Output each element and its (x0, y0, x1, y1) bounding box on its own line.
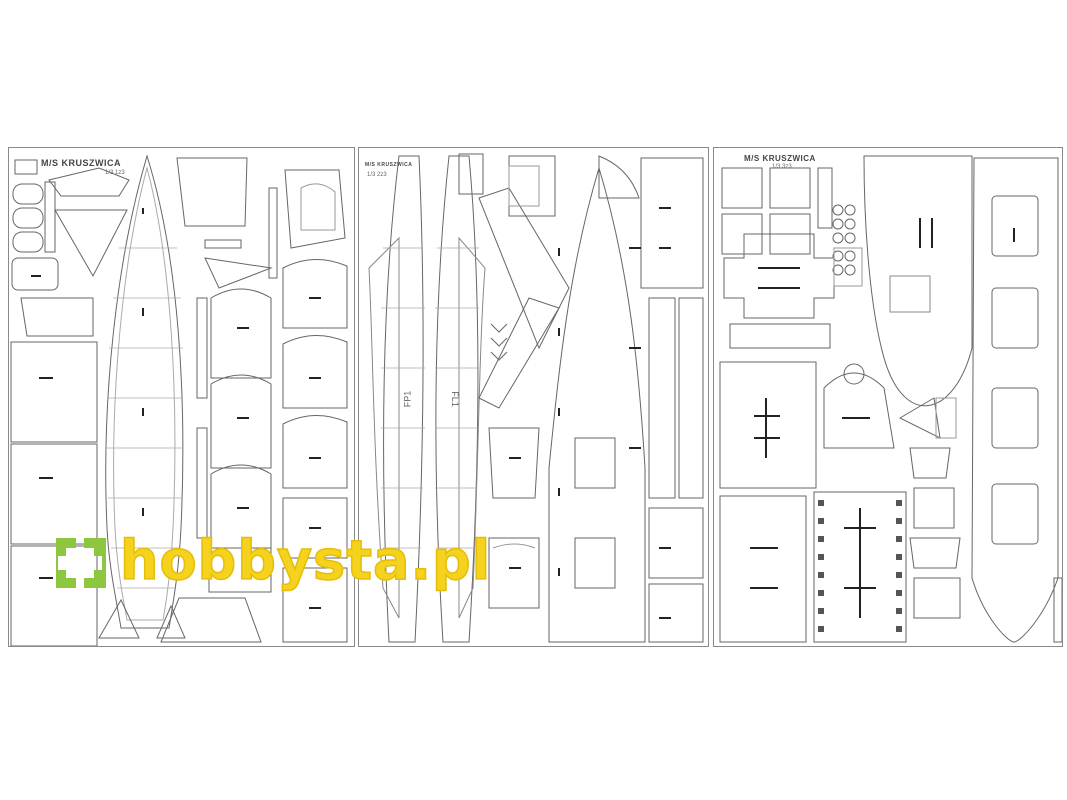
circle-part (843, 363, 865, 385)
diagonal-part (478, 297, 560, 409)
sheet-2-title: M/S KRUSZWICA (365, 162, 413, 168)
hull-side-part (383, 155, 424, 643)
arch-part (210, 288, 272, 379)
watermark-text: hobbysta.pl (119, 528, 492, 593)
cone-part (160, 597, 262, 643)
arch-part (282, 414, 348, 489)
ship-logo-icon (14, 159, 38, 175)
triangle-part (54, 209, 128, 278)
frame-part (721, 167, 763, 209)
small-part (909, 447, 951, 479)
deck-part (176, 157, 248, 227)
laser-sheet-2: M/S KRUSZWICA 1/3 2z3 FP1 FL1 (358, 147, 709, 647)
laser-sheet-3: M/S KRUSZWICA 1/3 3z3 (713, 147, 1063, 647)
frame-part (648, 507, 704, 579)
ring-grid-parts (832, 204, 856, 276)
arch-part (282, 334, 348, 409)
panel-part (10, 341, 98, 443)
main-hull-part (971, 157, 1059, 643)
panel-part (208, 547, 272, 593)
bow-part (98, 598, 140, 639)
strip-part (817, 167, 833, 229)
strip-part (678, 297, 704, 499)
strip-part (268, 187, 278, 279)
sheet-3-title: M/S KRUSZWICA (744, 154, 816, 163)
frame-part (282, 497, 348, 559)
oval-part (12, 183, 44, 205)
small-part (913, 487, 955, 529)
upper-deck-part (863, 155, 973, 407)
strip-part (729, 323, 831, 349)
deck-panel-part (719, 361, 817, 489)
sheet-1-parts (10, 154, 348, 646)
deck-panel-part (719, 495, 807, 643)
arch-part (488, 427, 540, 499)
small-part (913, 577, 961, 619)
curve-part (598, 155, 640, 199)
frame-part (282, 567, 348, 643)
box-part (11, 257, 59, 291)
deck-box-part (574, 537, 616, 589)
strip-part (44, 181, 56, 253)
trapezoid-part (20, 297, 94, 337)
cutout (991, 387, 1039, 449)
arch-part (488, 537, 540, 609)
laser-sheet-1: M/S KRUSZWICA 1/3 1z3 (8, 147, 355, 647)
fan-part (48, 167, 130, 197)
oval-part (12, 231, 44, 253)
frame-part (640, 157, 704, 289)
strip-part (648, 297, 676, 499)
deck-box-part (574, 437, 616, 489)
strip-part (196, 297, 208, 399)
cutout (991, 287, 1039, 349)
arch-part (210, 374, 272, 469)
deck-planking-marks (818, 500, 902, 632)
strip-part (196, 427, 208, 539)
part-label-fl1: FL1 (449, 391, 460, 407)
panel-part (10, 545, 98, 646)
chevron-parts (490, 323, 508, 361)
hobbysta-watermark: hobbysta.pl (50, 522, 491, 606)
frame-part (508, 155, 556, 217)
panel-part (10, 443, 98, 545)
strip-part (458, 153, 484, 195)
frame-part (284, 169, 346, 249)
part-label-fp1: FP1 (402, 390, 413, 408)
frame-part (648, 583, 704, 643)
hobbysta-logo-icon (56, 538, 106, 588)
arch-part (210, 464, 272, 549)
cutout (991, 195, 1039, 257)
hull-bottom-part (105, 154, 184, 629)
strip-part (1053, 577, 1062, 643)
hull-side-part (435, 155, 479, 643)
sheet-1-scale: 1/3 1z3 (105, 170, 125, 176)
sheet-2-parts (368, 153, 704, 643)
bow-part (156, 604, 186, 639)
wedge-part (204, 257, 273, 289)
cross-frame-part (723, 233, 835, 319)
deck-panel-part (813, 491, 907, 643)
small-part (909, 537, 961, 569)
frame-part (769, 167, 811, 209)
sheet-2-scale: 1/3 2z3 (367, 172, 387, 178)
strip-part (204, 239, 242, 249)
sheet-3-scale: 1/3 3z3 (772, 164, 792, 170)
main-deck-part (548, 166, 646, 643)
wedge-part (898, 397, 941, 439)
cutout (991, 483, 1039, 545)
arch-part (823, 372, 895, 449)
arch-part (282, 258, 348, 329)
sheet-3-parts (719, 155, 1062, 643)
oval-part (12, 207, 44, 229)
diagonal-part (478, 187, 570, 350)
sheet-1-title: M/S KRUSZWICA (41, 158, 121, 168)
